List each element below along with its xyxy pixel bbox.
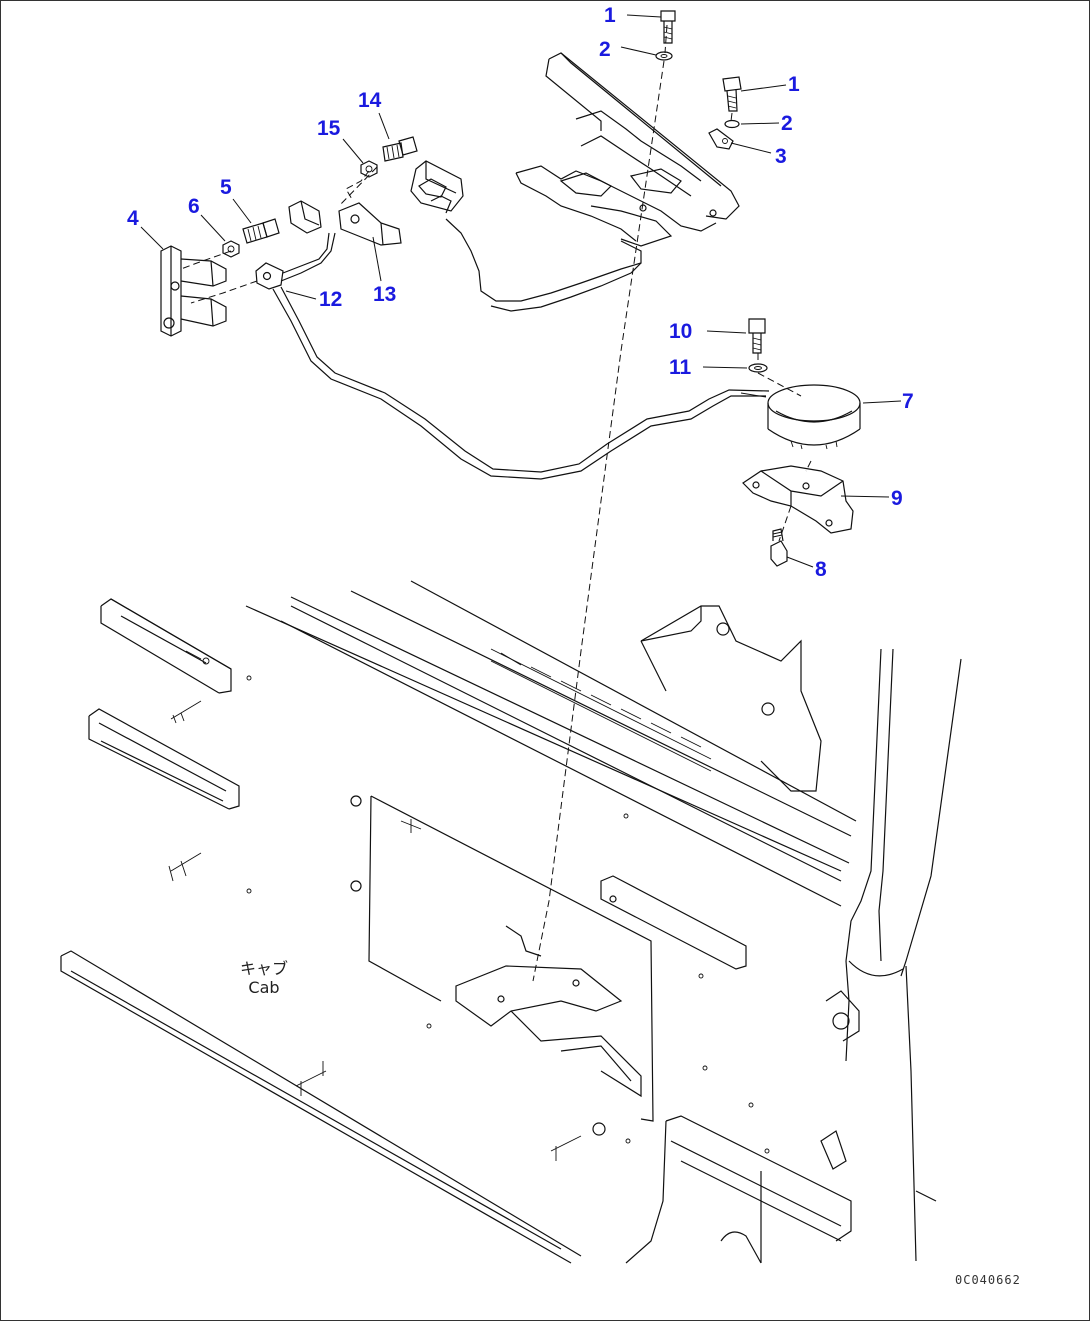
harness-brackets <box>160 200 402 337</box>
callout-7-horn: 7 <box>902 390 914 413</box>
callout-6-nut: 6 <box>188 195 200 218</box>
cab-label-english: Cab <box>248 978 280 998</box>
callout-13-bracket: 13 <box>373 283 397 306</box>
callout-14-bolt: 14 <box>358 89 382 112</box>
callout-11-washer: 11 <box>669 356 692 379</box>
drawing-code: 0C040662 <box>955 1273 1021 1287</box>
callout-1-right-bolt: 1 <box>788 73 800 96</box>
fasteners <box>222 10 788 567</box>
wiring-harness <box>272 286 770 480</box>
callout-12-terminal: 12 <box>319 288 343 311</box>
horn-bracket <box>742 465 854 534</box>
callout-2-right-washer: 2 <box>781 112 793 135</box>
callout-3-clip: 3 <box>775 145 787 168</box>
cab-label: キャブ Cab <box>229 959 299 997</box>
callout-2-top-washer: 2 <box>599 38 611 61</box>
leader-lines <box>140 14 902 568</box>
callout-5-bolt: 5 <box>220 176 232 199</box>
cab-body <box>60 580 962 1264</box>
horn <box>767 384 861 450</box>
callout-1-top-bolt: 1 <box>604 4 616 27</box>
assembly-center-lines <box>180 24 812 982</box>
callout-4-bracket: 4 <box>127 207 139 230</box>
callout-9-bracket: 9 <box>891 487 903 510</box>
callout-15-nut: 15 <box>317 117 341 140</box>
cab-label-japanese: キャブ <box>239 959 288 978</box>
upper-mounting-bracket <box>410 52 740 312</box>
callout-10-bolt: 10 <box>669 320 693 343</box>
callout-8-bolt: 8 <box>815 558 827 581</box>
